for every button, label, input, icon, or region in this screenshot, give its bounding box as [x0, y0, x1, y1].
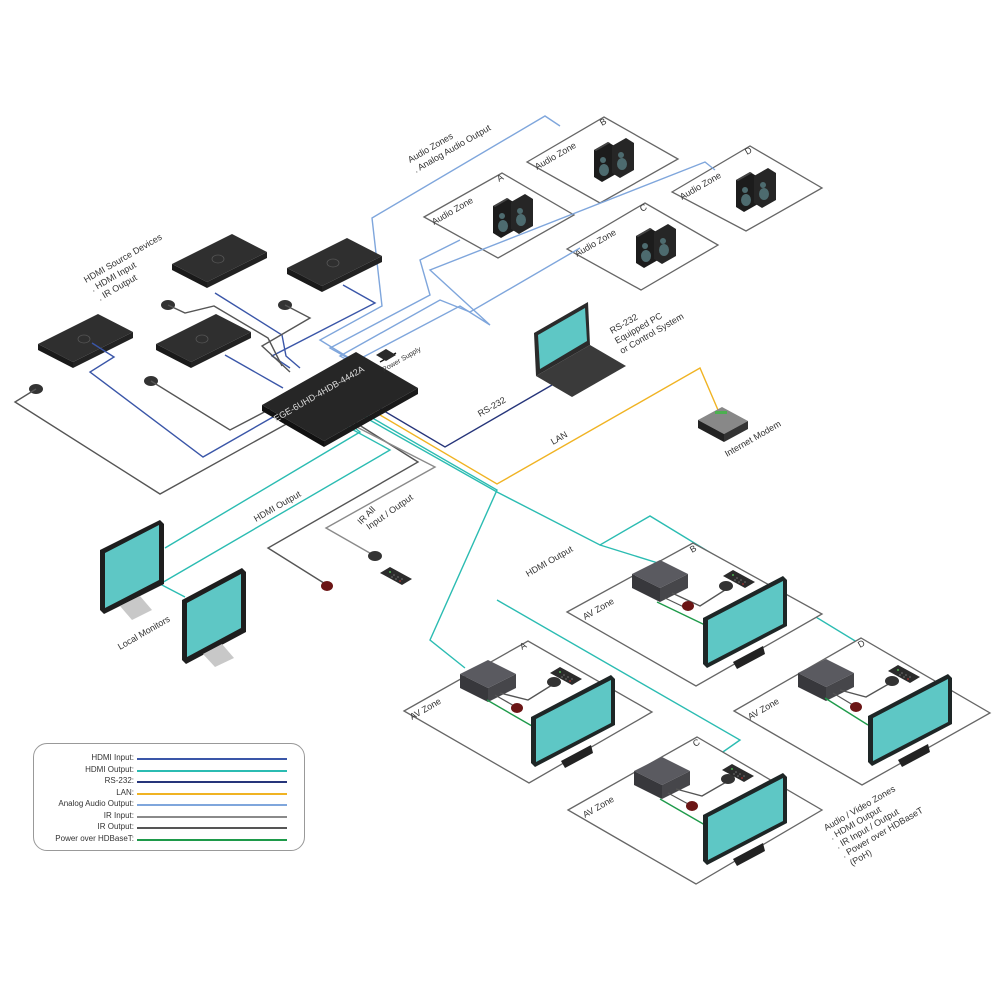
legend-label: HDMI Input: — [91, 753, 134, 762]
ir-eye-icon — [547, 677, 561, 687]
audio-zones: Audio Zone A Audio Zone B Audio Zone C A… — [422, 116, 824, 291]
audio-zone-d: Audio Zone D — [670, 145, 824, 232]
legend-swatch-line — [137, 804, 287, 806]
legend-item: LAN: — [34, 787, 304, 798]
ir-receiver-icon — [321, 581, 333, 591]
hdmi-input-wires — [88, 284, 377, 458]
legend: HDMI Input: HDMI Output: RS-232: LAN: Analog… — [33, 743, 305, 851]
legend-swatch-line — [137, 838, 287, 841]
legend-label: Power over HDBaseT: — [55, 833, 134, 843]
legend-swatch-line — [137, 769, 287, 772]
matrix-switcher: EGE-6UHD-4HDB-4442A Power Supply — [262, 346, 423, 447]
legend-label: HDMI Output: — [85, 764, 134, 774]
local-monitor-1 — [100, 520, 164, 620]
ir-eye-icon — [719, 581, 733, 591]
ir-eye-icon — [885, 676, 899, 686]
av-zone-c: AV Zone C — [566, 736, 824, 885]
legend-label: RS-232: — [104, 776, 134, 785]
av-zone-b-letter: B — [688, 543, 698, 555]
av-zone-a-letter: A — [518, 640, 528, 652]
legend-item: Analog Audio Output: — [34, 798, 304, 809]
legend-label: IR Input: — [103, 810, 134, 820]
audio-zone-a-letter: A — [495, 172, 505, 184]
legend-label: LAN: — [116, 787, 134, 797]
legend-label: IR Output: — [97, 822, 134, 831]
audio-zone-b: Audio Zone B — [525, 116, 680, 204]
legend-swatch-line — [137, 827, 287, 829]
source-device-2 — [286, 237, 383, 293]
ir-receiver-icon — [682, 601, 694, 611]
local-monitor-2 — [182, 568, 246, 667]
ir-receiver-icon — [511, 703, 523, 713]
lan-wire — [357, 367, 719, 485]
local-monitors-label: Local Monitors — [116, 614, 172, 652]
rs232-wire — [361, 384, 553, 448]
hdmi-output-local-label: HDMI Output — [252, 489, 303, 524]
audio-zone-d-letter: D — [743, 145, 754, 157]
legend-item: IR Output: — [34, 821, 304, 832]
legend-item: Power over HDBaseT: — [34, 833, 304, 844]
legend-label: Analog Audio Output: — [58, 799, 134, 808]
audio-zone-c: Audio Zone C — [565, 202, 720, 291]
legend-swatch-line — [137, 758, 287, 760]
ir-output-wires — [13, 304, 312, 495]
audio-zone-b-letter: B — [598, 116, 608, 128]
av-zone-b: AV Zone B — [565, 542, 824, 687]
hdmi-output-av-label: HDMI Output — [524, 544, 575, 579]
av-zone-c-letter: C — [691, 737, 702, 749]
hdmi-output-av-a — [354, 407, 498, 669]
ir-receiver-icon — [850, 702, 862, 712]
audio-zone-c-letter: C — [638, 202, 649, 214]
source-device-3 — [37, 313, 134, 369]
hdmi-output-local-2 — [158, 419, 392, 598]
av-zone-d-letter: D — [856, 638, 867, 650]
legend-item: IR Input: — [34, 810, 304, 821]
power-supply-icon — [376, 349, 396, 361]
remote-control-icon — [380, 567, 412, 585]
legend-swatch-line — [137, 815, 287, 818]
ir-eye-icon — [368, 551, 382, 561]
legend-item: HDMI Output: — [34, 764, 304, 775]
rs232-label: RS-232 — [476, 395, 507, 419]
legend-swatch-line — [137, 781, 287, 783]
ir-input-wire — [324, 419, 437, 557]
source-device-1 — [171, 233, 268, 289]
av-zone-a: AV Zone A — [402, 640, 654, 784]
modem-icon — [698, 407, 748, 442]
ir-receiver-icon — [686, 801, 698, 811]
legend-item: RS-232: — [34, 775, 304, 786]
legend-item: HDMI Input: — [34, 752, 304, 763]
laptop-icon — [534, 302, 626, 397]
audio-zone-a: Audio Zone A — [422, 172, 576, 259]
source-device-4 — [155, 313, 252, 369]
legend-swatch-line — [137, 792, 287, 795]
av-zone-d: AV Zone D — [732, 637, 992, 786]
hdmi-output-av-c — [496, 599, 742, 755]
